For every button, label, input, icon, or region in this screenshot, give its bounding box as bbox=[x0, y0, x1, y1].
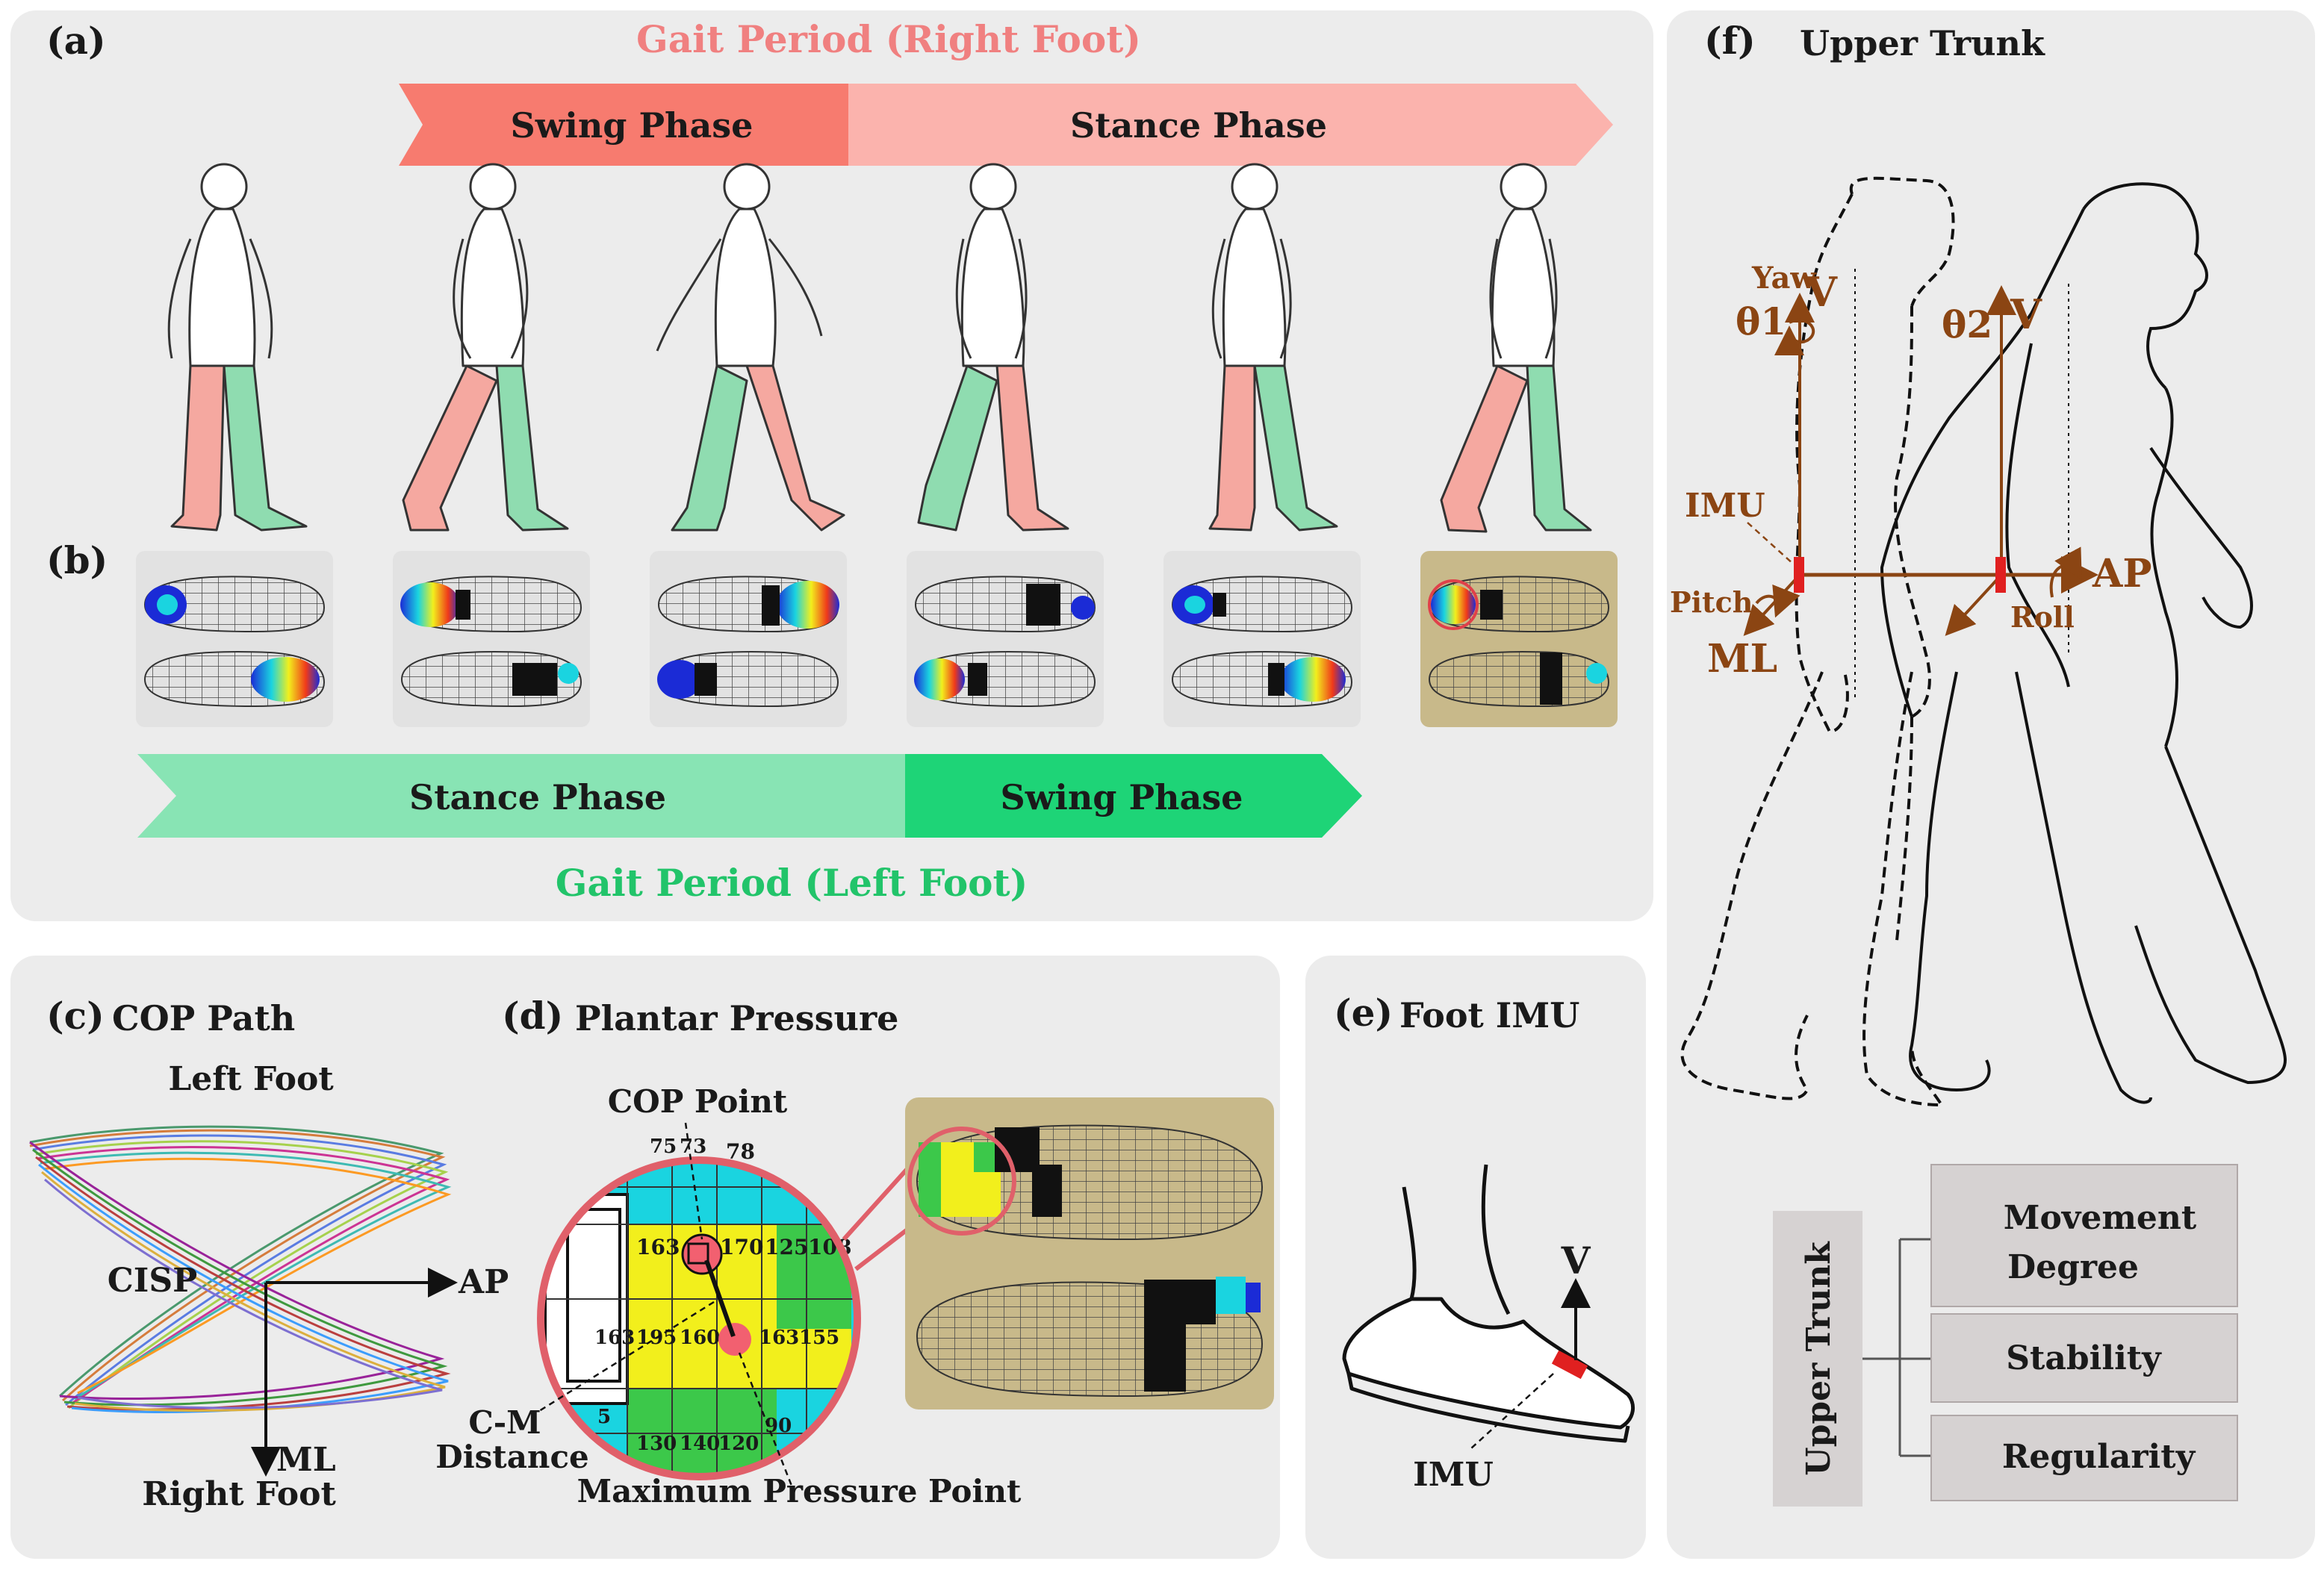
cell-16: 120 bbox=[718, 1433, 759, 1455]
right-stance-arrow bbox=[848, 84, 1613, 166]
panel-c-label: (c) bbox=[46, 994, 105, 1038]
ap-label-f: AP bbox=[2092, 551, 2151, 596]
panel-b-label: (b) bbox=[46, 538, 108, 582]
panel-e-label: (e) bbox=[1334, 991, 1393, 1035]
theta2-label: θ2 bbox=[1942, 302, 1992, 346]
trunk-imu-2 bbox=[1995, 557, 2006, 593]
right-gait-title: Gait Period (Right Foot) bbox=[636, 17, 1141, 61]
tree-root-label: Upper Trunk bbox=[1800, 1241, 1838, 1476]
yaw-label: Yaw bbox=[1751, 261, 1817, 296]
cell-11: 163 bbox=[759, 1327, 799, 1349]
cell-12: 155 bbox=[799, 1327, 839, 1349]
stability-label: Stability bbox=[2006, 1339, 2162, 1377]
panel-d-title: Plantar Pressure bbox=[575, 998, 898, 1038]
cell-2: 73 bbox=[680, 1136, 706, 1158]
left-stance-label: Stance Phase bbox=[409, 777, 666, 817]
cell-15: 140 bbox=[680, 1433, 720, 1455]
right-swing-arrow bbox=[399, 84, 848, 166]
cisp-label: CISP bbox=[108, 1262, 197, 1300]
roll-label: Roll bbox=[2010, 600, 2075, 634]
figure-5 bbox=[1208, 163, 1338, 532]
roll-rotation-icon bbox=[2049, 546, 2082, 598]
max-pressure-dot bbox=[718, 1323, 751, 1356]
insole-pair-4 bbox=[907, 551, 1104, 727]
insole-pair-1 bbox=[136, 551, 333, 727]
cell-5: 170 bbox=[720, 1235, 763, 1259]
insole-pair-5 bbox=[1163, 551, 1361, 727]
ap-label-c: AP bbox=[458, 1263, 509, 1301]
panel-e-title: Foot IMU bbox=[1399, 995, 1579, 1035]
max-pressure-label: Maximum Pressure Point bbox=[577, 1473, 1022, 1510]
figure-3 bbox=[656, 163, 845, 532]
insole-detail bbox=[905, 1097, 1274, 1409]
pitch-label: Pitch bbox=[1670, 585, 1753, 619]
stability-box bbox=[1930, 1313, 2238, 1403]
panel-f-title: Upper Trunk bbox=[1800, 23, 2045, 63]
movement-degree-box bbox=[1930, 1164, 2238, 1307]
trunk-metrics-tree: Upper Trunk Movement Degree Stability Re… bbox=[1773, 1164, 2238, 1507]
trunk-axes bbox=[1743, 285, 2098, 636]
cop-path-bundle bbox=[29, 1125, 452, 1413]
insole-maps bbox=[136, 551, 1618, 727]
left-swing-label: Swing Phase bbox=[1001, 777, 1243, 817]
cm-distance-label-2: Distance bbox=[435, 1439, 588, 1475]
regularity-box bbox=[1930, 1415, 2238, 1501]
tree-root-box bbox=[1773, 1211, 1862, 1507]
cop-point-label: COP Point bbox=[608, 1083, 788, 1120]
movement-label-2: Degree bbox=[2007, 1248, 2139, 1286]
cell-10: 160 bbox=[680, 1327, 720, 1349]
insole-pair-2 bbox=[393, 551, 590, 727]
panel-c-title: COP Path bbox=[112, 998, 295, 1038]
cm-distance-label-1: C-M bbox=[468, 1404, 541, 1441]
insole-pair-3 bbox=[650, 551, 847, 727]
right-swing-label: Swing Phase bbox=[511, 105, 754, 146]
shoe-drawing bbox=[1342, 1164, 1635, 1443]
right-stance-label: Stance Phase bbox=[1070, 105, 1327, 146]
foot-imu-sensor bbox=[1551, 1350, 1588, 1380]
trunk-imu-1 bbox=[1794, 557, 1804, 593]
ml-label-c: ML bbox=[276, 1441, 336, 1479]
pressure-zoom: 75 73 78 163 170 125 108 163 195 160 163… bbox=[537, 1122, 935, 1486]
pitch-rotation-icon bbox=[1755, 584, 1801, 618]
cell-6: 125 bbox=[765, 1235, 808, 1259]
panel-a-label: (a) bbox=[46, 19, 106, 63]
trunk-imu-label: IMU bbox=[1685, 487, 1765, 525]
figure-1 bbox=[167, 163, 308, 532]
left-foot-label: Left Foot bbox=[168, 1060, 334, 1098]
figure-2 bbox=[402, 163, 569, 532]
walking-figures bbox=[167, 163, 1592, 533]
theta1-label: θ1 bbox=[1736, 299, 1786, 343]
cell-13: 5 bbox=[597, 1406, 611, 1428]
insole-pair-6 bbox=[1420, 551, 1618, 727]
walker-solid bbox=[1880, 182, 2287, 1104]
cell-8: 163 bbox=[594, 1327, 635, 1349]
figure-4 bbox=[917, 163, 1069, 532]
movement-label-1: Movement bbox=[2004, 1199, 2197, 1237]
v1-label: V bbox=[1805, 268, 1838, 316]
yaw-rotation-icon bbox=[1774, 318, 1815, 356]
cell-1: 75 bbox=[650, 1136, 677, 1158]
ml-label-f: ML bbox=[1707, 636, 1777, 682]
left-stance-arrow bbox=[137, 754, 905, 838]
right-foot-label: Right Foot bbox=[142, 1475, 336, 1513]
panel-d-label: (d) bbox=[502, 994, 563, 1038]
foot-v-label: V bbox=[1561, 1239, 1591, 1283]
left-swing-arrow bbox=[905, 754, 1362, 838]
foot-imu-label: IMU bbox=[1413, 1456, 1494, 1494]
left-gait-title: Gait Period (Left Foot) bbox=[556, 861, 1028, 905]
cell-4: 163 bbox=[636, 1235, 680, 1259]
regularity-label: Regularity bbox=[2002, 1438, 2196, 1476]
cell-17: 90 bbox=[765, 1415, 792, 1437]
panel-f-label: (f) bbox=[1704, 19, 1756, 63]
figure-6 bbox=[1440, 163, 1592, 533]
cell-14: 130 bbox=[636, 1433, 677, 1455]
v2-label: V bbox=[2010, 290, 2042, 338]
